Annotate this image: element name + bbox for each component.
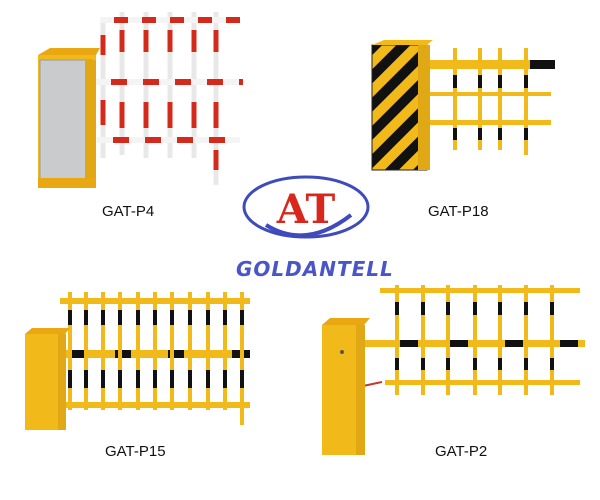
model-caption: GAT-P15 bbox=[105, 443, 166, 460]
product-gat-p4: GAT-P4 bbox=[0, 0, 300, 230]
model-caption: GAT-P4 bbox=[102, 203, 155, 220]
logo-monogram: AT bbox=[276, 186, 336, 233]
barrier-gat-p2-image bbox=[322, 285, 585, 455]
barrier-gat-p15-image bbox=[25, 292, 250, 430]
barrier-gat-p18-image bbox=[371, 40, 555, 171]
product-gat-p15: GAT-P15 bbox=[0, 270, 300, 500]
logo-wordmark: GOLDANTELL bbox=[236, 257, 394, 281]
model-caption: GAT-P18 bbox=[428, 203, 489, 220]
barrier-gat-p4-image bbox=[38, 12, 243, 188]
product-gat-p18: GAT-P18 bbox=[300, 0, 600, 230]
model-caption: GAT-P2 bbox=[435, 443, 488, 460]
product-gat-p2: GAT-P2 bbox=[300, 270, 600, 500]
brand-monogram-icon: AT bbox=[242, 175, 370, 239]
brand-logo: AT GOLDANTELL bbox=[226, 165, 393, 285]
